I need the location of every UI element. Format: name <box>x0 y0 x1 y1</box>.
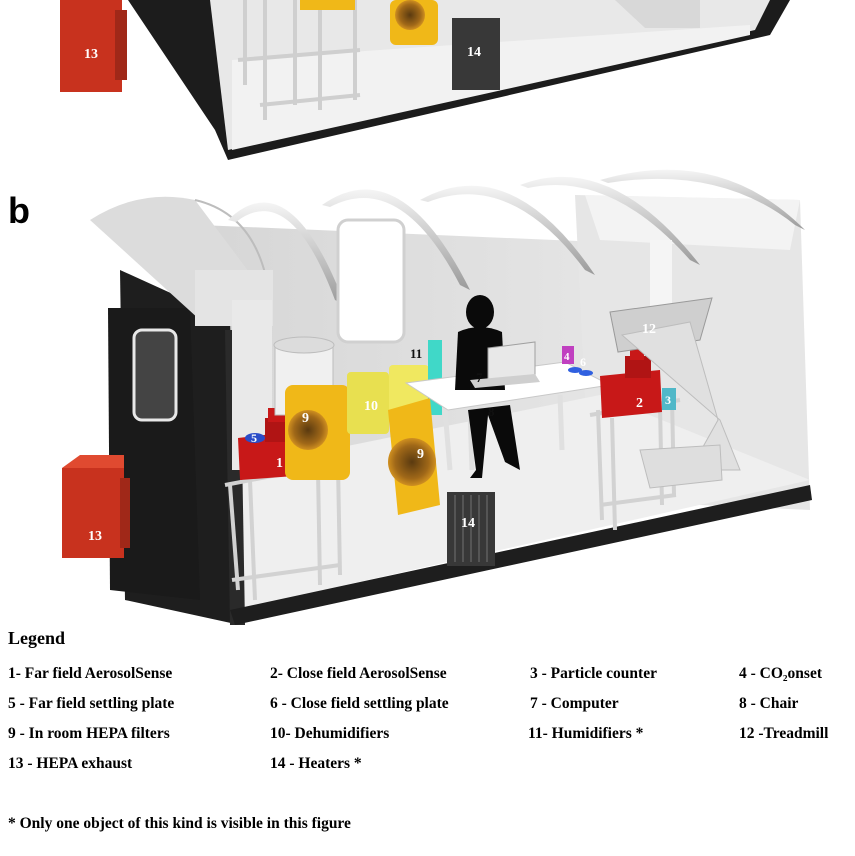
top-callout-13: 13 <box>84 47 98 62</box>
legend-item-4: 4 - CO₂onset <box>739 665 822 683</box>
panel-letter: b <box>8 190 30 232</box>
top-callout-14: 14 <box>467 45 481 60</box>
callout-9b: 9 <box>417 447 424 462</box>
legend-item-1: 1- Far field AerosolSense <box>8 665 172 683</box>
hepa-exhaust: 13 <box>62 455 130 558</box>
heater: 14 <box>447 492 495 566</box>
callout-9a: 9 <box>302 411 309 426</box>
callout-2: 2 <box>636 396 643 411</box>
legend-item-11: 11- Humidifiers * <box>528 725 643 743</box>
legend-item-5: 5 - Far field settling plate <box>8 695 174 713</box>
legend-item-7: 7 - Computer <box>530 695 619 713</box>
legend-item-2: 2- Close field AerosolSense <box>270 665 447 683</box>
legend: Legend 1- Far field AerosolSense 2- Clos… <box>8 628 853 787</box>
top-room: 14 13 <box>60 0 790 160</box>
callout-12: 12 <box>642 322 656 337</box>
callout-7: 7 <box>476 370 483 385</box>
callout-13: 13 <box>88 529 102 544</box>
legend-item-9: 9 - In room HEPA filters <box>8 725 170 743</box>
callout-1: 1 <box>276 456 283 471</box>
callout-4b: 4 <box>564 351 570 363</box>
legend-grid: 1- Far field AerosolSense 2- Close field… <box>8 657 853 787</box>
callout-11: 11 <box>410 346 422 361</box>
legend-item-13: 13 - HEPA exhaust <box>8 755 132 773</box>
room-illustration: 14 13 <box>0 0 855 625</box>
callout-10: 10 <box>364 399 378 414</box>
legend-item-6: 6 - Close field settling plate <box>270 695 449 713</box>
legend-title: Legend <box>8 628 853 649</box>
callout-3b: 3 <box>665 393 671 407</box>
legend-item-10: 10- Dehumidifiers <box>270 725 389 743</box>
legend-item-8: 8 - Chair <box>739 695 798 713</box>
legend-item-3: 3 - Particle counter <box>530 665 657 683</box>
legend-item-12: 12 -Treadmill <box>739 725 828 743</box>
legend-item-14: 14 - Heaters * <box>270 755 362 773</box>
callout-14: 14 <box>461 516 475 531</box>
footnote: * Only one object of this kind is visibl… <box>8 815 351 833</box>
callout-8: 8 <box>488 404 495 419</box>
callout-5: 5 <box>251 431 257 445</box>
callout-6: 6 <box>580 355 586 369</box>
